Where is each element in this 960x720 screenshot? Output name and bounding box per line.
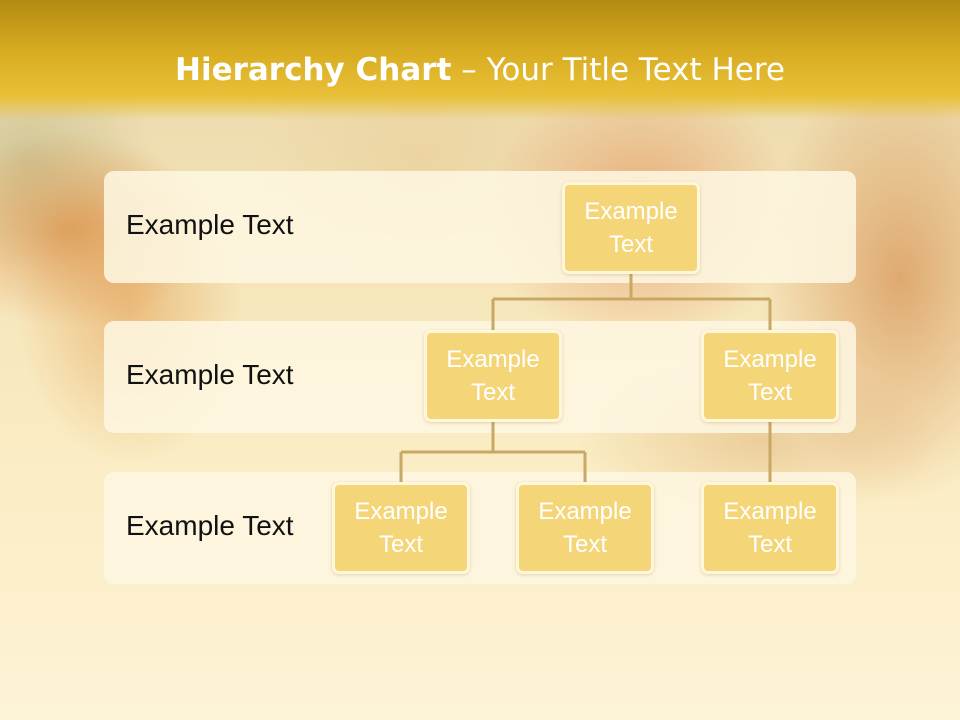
level-label-2: Example Text [126,359,294,390]
node-mid-right: Example Text [701,330,839,422]
level-label-3: Example Text [126,510,294,541]
node-mid-left: Example Text [424,330,562,422]
title-bar [0,0,960,120]
connector-root-to-mid [491,274,772,330]
node-bottom-right: Example Text [701,482,839,574]
title-bold: Hierarchy Chart [175,52,452,88]
title-rest: – Your Title Text Here [451,52,785,88]
connector-midleft-to-bottom [399,422,587,482]
level-label-1: Example Text [126,209,294,240]
node-bottom-left: Example Text [332,482,470,574]
node-bottom-center: Example Text [516,482,654,574]
slide-title: Hierarchy Chart – Your Title Text Here [0,52,960,88]
node-root: Example Text [562,182,700,274]
level-band-1: Example Text [104,171,856,283]
